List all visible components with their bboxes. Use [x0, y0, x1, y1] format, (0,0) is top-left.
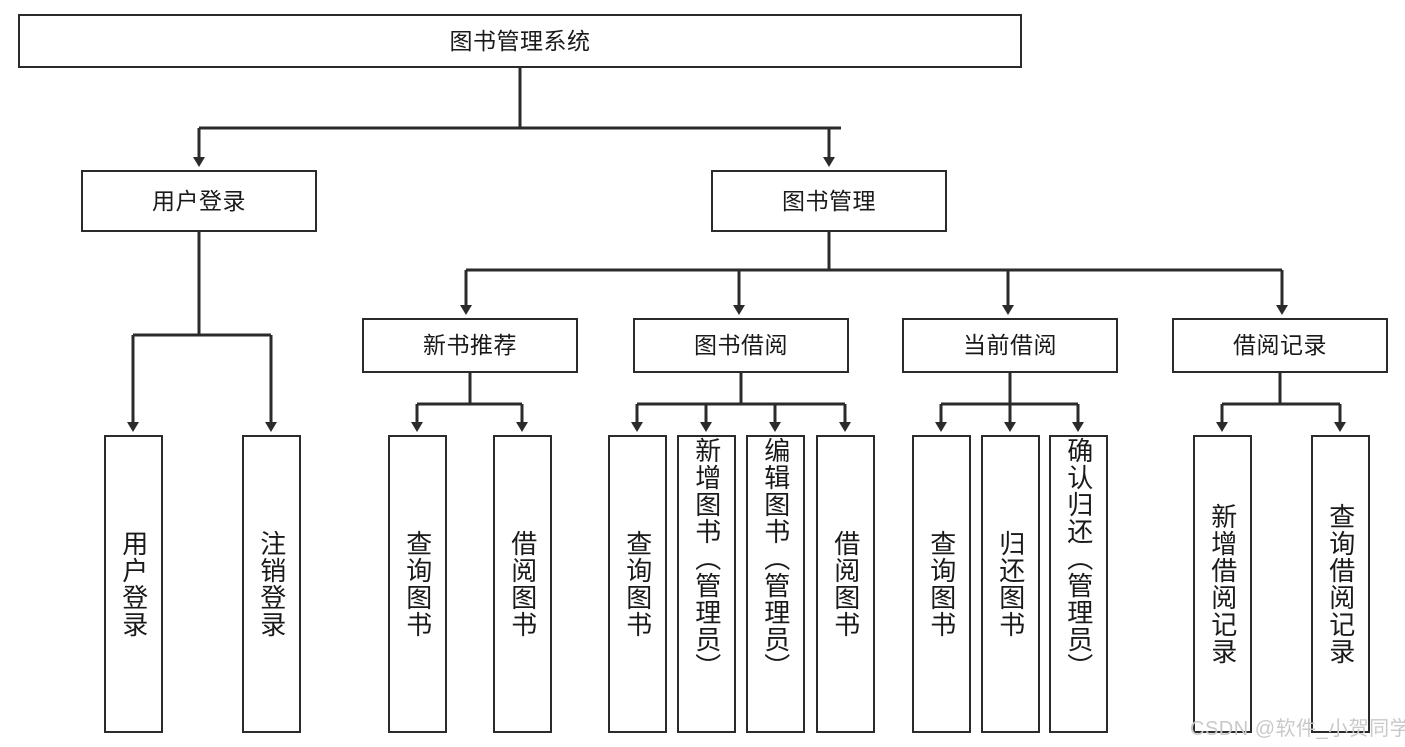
node-book-manage-label: 图书管理 — [782, 187, 876, 214]
leaf-borrow-record-2[interactable]: 查询借阅记录 — [1311, 435, 1370, 733]
node-book-borrow[interactable]: 图书借阅 — [633, 318, 849, 373]
leaf-book-borrow-3[interactable]: 编辑图书（管理员） — [746, 435, 805, 733]
leaf-user-login-2[interactable]: 注销登录 — [242, 435, 301, 733]
leaf-label: 用户登录 — [118, 530, 149, 638]
leaf-current-borrow-3[interactable]: 确认归还（管理员） — [1049, 435, 1108, 733]
node-user-login-label: 用户登录 — [152, 187, 246, 214]
leaf-new-book-2[interactable]: 借阅图书 — [493, 435, 552, 733]
leaf-label: 查询借阅记录 — [1325, 503, 1356, 665]
leaf-label: 编辑图书（管理员） — [760, 437, 791, 680]
leaf-user-login-1[interactable]: 用户登录 — [104, 435, 163, 733]
leaf-current-borrow-1[interactable]: 查询图书 — [912, 435, 971, 733]
node-borrow-record[interactable]: 借阅记录 — [1172, 318, 1388, 373]
leaf-label: 借阅图书 — [507, 530, 538, 638]
node-current-borrow[interactable]: 当前借阅 — [902, 318, 1118, 373]
node-book-borrow-label: 图书借阅 — [694, 332, 788, 359]
leaf-book-borrow-4[interactable]: 借阅图书 — [816, 435, 875, 733]
node-new-book-recommend-label: 新书推荐 — [423, 332, 517, 359]
leaf-label: 查询图书 — [926, 530, 957, 638]
node-root[interactable]: 图书管理系统 — [18, 14, 1022, 68]
node-book-manage[interactable]: 图书管理 — [711, 170, 947, 232]
node-current-borrow-label: 当前借阅 — [963, 332, 1057, 359]
leaf-label: 借阅图书 — [830, 530, 861, 638]
leaf-new-book-1[interactable]: 查询图书 — [388, 435, 447, 733]
watermark: CSDN @软件_小贺同学 — [1190, 718, 1405, 740]
leaf-book-borrow-1[interactable]: 查询图书 — [608, 435, 667, 733]
node-borrow-record-label: 借阅记录 — [1233, 332, 1327, 359]
leaf-borrow-record-1[interactable]: 新增借阅记录 — [1193, 435, 1252, 733]
node-new-book-recommend[interactable]: 新书推荐 — [362, 318, 578, 373]
leaf-label: 查询图书 — [622, 530, 653, 638]
leaf-label: 查询图书 — [402, 530, 433, 638]
node-user-login[interactable]: 用户登录 — [81, 170, 317, 232]
leaf-label: 新增借阅记录 — [1207, 503, 1238, 665]
leaf-label: 归还图书 — [995, 530, 1026, 638]
leaf-label: 确认归还（管理员） — [1063, 437, 1094, 680]
node-root-label: 图书管理系统 — [449, 27, 591, 54]
leaf-label: 注销登录 — [256, 530, 287, 638]
leaf-current-borrow-2[interactable]: 归还图书 — [981, 435, 1040, 733]
leaf-label: 新增图书（管理员） — [691, 437, 722, 680]
leaf-book-borrow-2[interactable]: 新增图书（管理员） — [677, 435, 736, 733]
